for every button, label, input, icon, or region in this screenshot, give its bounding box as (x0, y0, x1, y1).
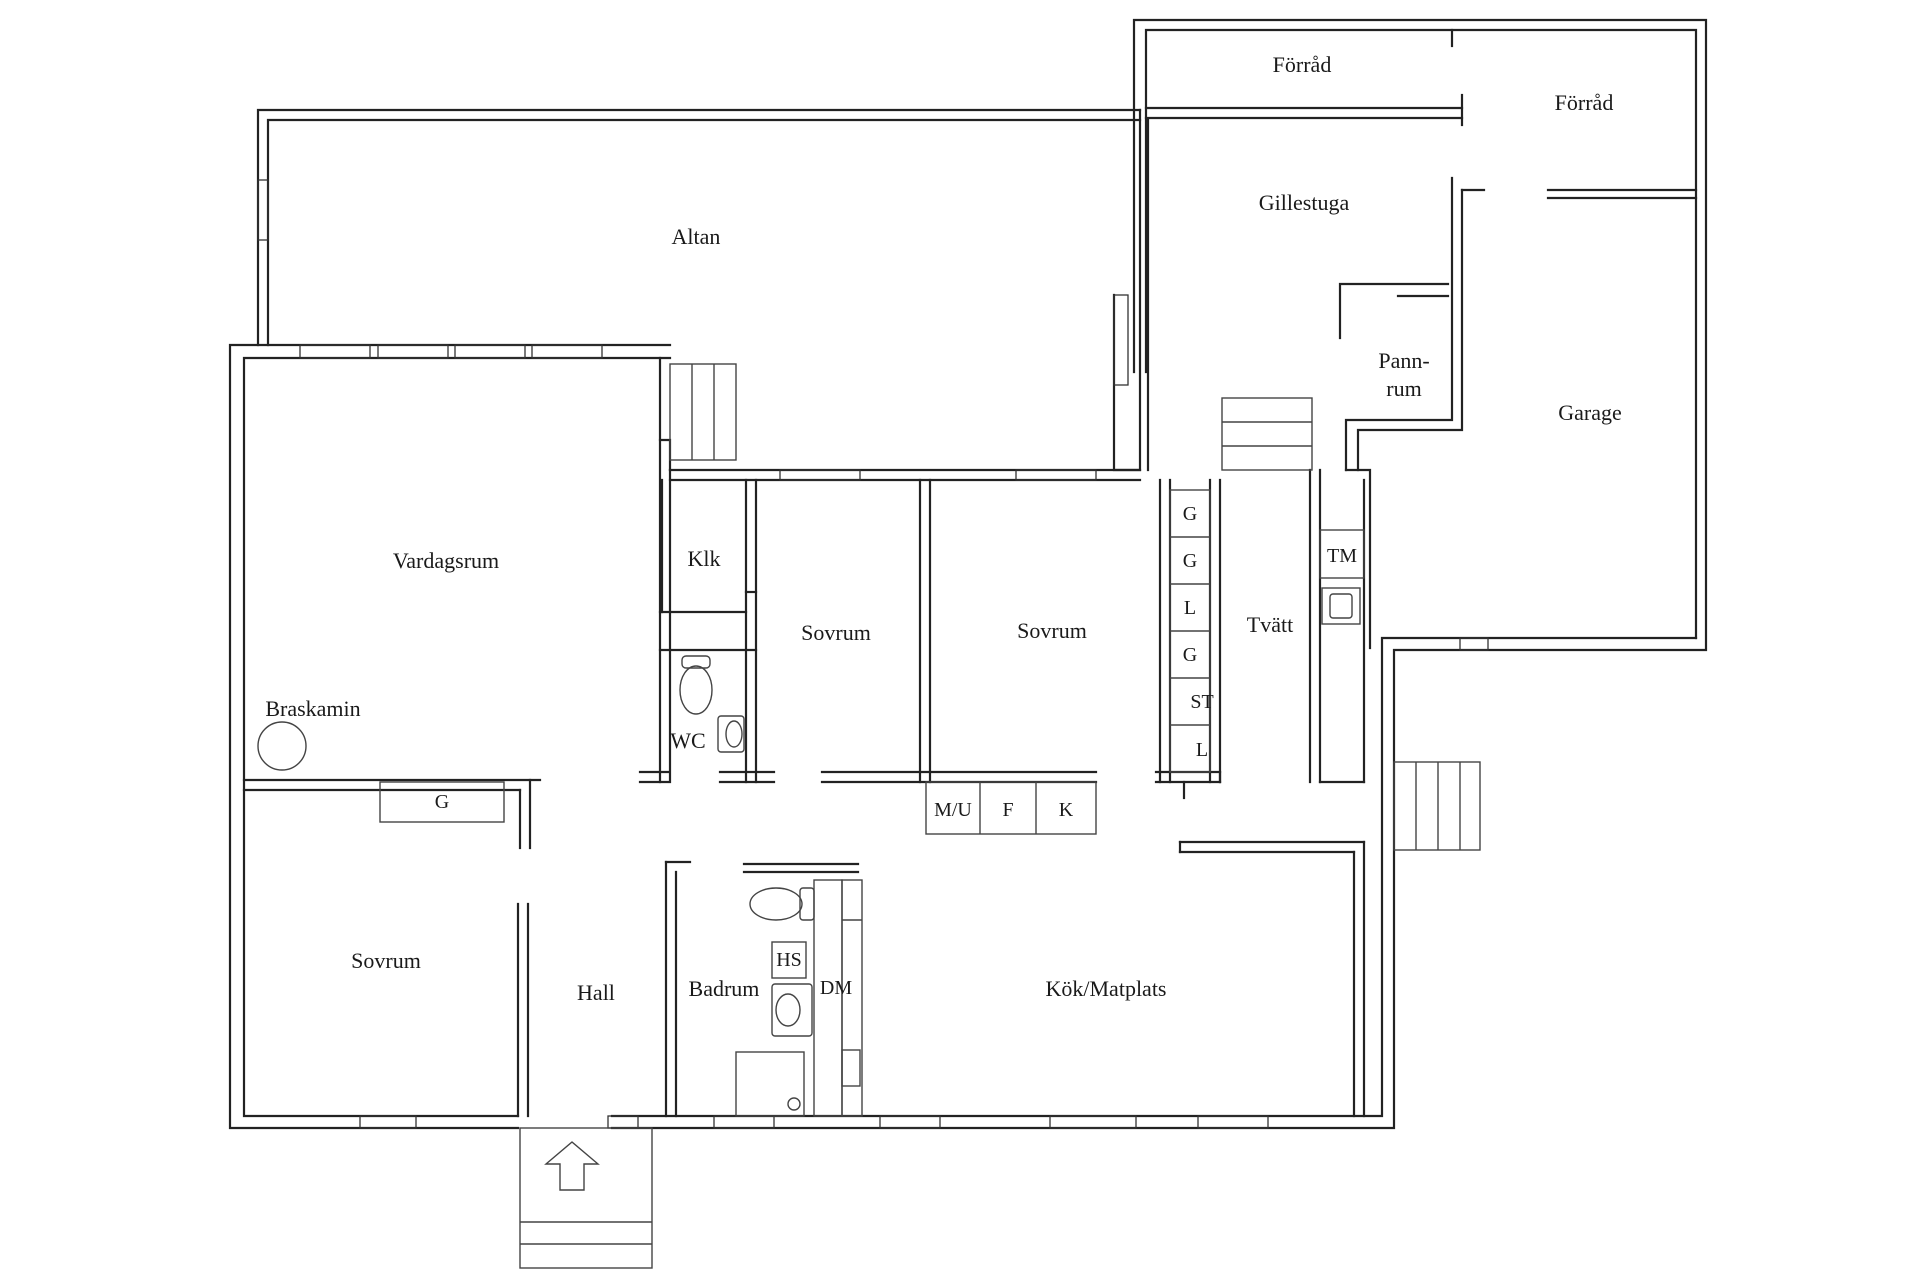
label-kok-matplats: Kök/Matplats (1046, 976, 1167, 1001)
toilet-icon (679, 655, 713, 715)
label-wc: WC (670, 728, 705, 753)
label-altan: Altan (672, 224, 721, 249)
sink-icon (717, 715, 745, 753)
label-hall: Hall (577, 980, 615, 1005)
label-pannrum-2: rum (1386, 376, 1421, 401)
label-st: ST (1190, 691, 1213, 713)
outer-walls (228, 18, 1708, 1130)
label-g-1: G (1183, 503, 1197, 525)
fireplace-icon (257, 721, 307, 771)
label-gillestuga: Gillestuga (1259, 190, 1350, 215)
label-forrad-2: Förråd (1555, 90, 1614, 115)
label-pannrum-1: Pann- (1378, 348, 1429, 373)
label-g-hall: G (435, 791, 449, 813)
fixtures (257, 489, 1365, 1117)
label-sovrum-2: Sovrum (1017, 618, 1087, 643)
room-labels: Förråd Förråd Altan Gillestuga Pann- rum… (265, 52, 1621, 1005)
label-l-2: L (1196, 739, 1208, 761)
label-sovrum-3: Sovrum (351, 948, 421, 973)
bath-toilet-icon (749, 887, 815, 921)
label-l-1: L (1184, 597, 1196, 619)
bath-sink-icon (771, 983, 813, 1037)
label-tm: TM (1327, 545, 1357, 567)
stairs (519, 363, 1481, 1269)
label-tvatt: Tvätt (1247, 612, 1293, 637)
label-forrad-1: Förråd (1273, 52, 1332, 77)
label-klk: Klk (688, 546, 721, 571)
label-g-2: G (1183, 550, 1197, 572)
label-badrum: Badrum (689, 976, 760, 1001)
fixture-labels: G G L G ST L TM G M/U F K HS DM (435, 503, 1357, 999)
label-vardagsrum: Vardagsrum (393, 548, 499, 573)
label-dm: DM (820, 977, 852, 999)
label-g-3: G (1183, 644, 1197, 666)
label-f: F (1002, 799, 1013, 821)
entrance-arrow-icon (544, 1141, 600, 1191)
label-mu: M/U (934, 799, 972, 821)
interior-walls (242, 28, 1698, 1118)
windows (257, 179, 1489, 1129)
label-sovrum-1: Sovrum (801, 620, 871, 645)
label-garage: Garage (1558, 400, 1622, 425)
label-k: K (1059, 799, 1074, 821)
label-hs: HS (776, 949, 802, 971)
label-braskamin: Braskamin (265, 696, 360, 721)
